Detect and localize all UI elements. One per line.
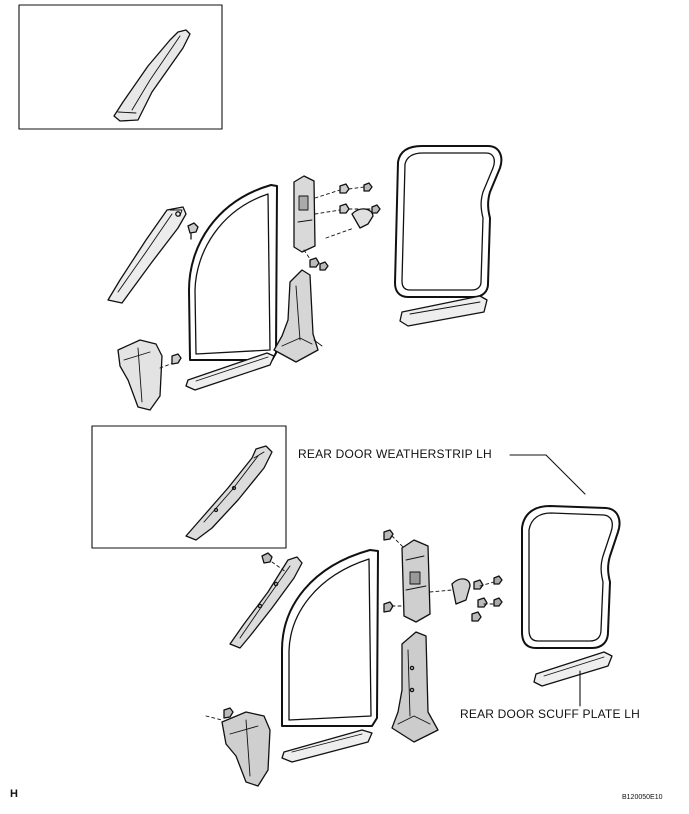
bottom-center-pillar-lower-garnish bbox=[391, 631, 439, 743]
section-code: H bbox=[10, 788, 18, 800]
top-center-pillar-upper-garnish bbox=[293, 175, 341, 263]
rear-door-weatherstrip-label: REAR DOOR WEATHERSTRIP LH bbox=[298, 447, 492, 461]
weatherstrip-leader-line bbox=[509, 454, 586, 495]
top-rear-door-weatherstrip bbox=[394, 145, 503, 298]
bottom-fasteners bbox=[429, 575, 503, 622]
bottom-front-pillar-garnish bbox=[229, 552, 303, 649]
top-inset-front-pillar-garnish bbox=[113, 29, 191, 122]
callout-leaders bbox=[509, 454, 586, 707]
bottom-front-door-weatherstrip bbox=[281, 549, 379, 727]
top-front-pillar-garnish bbox=[107, 206, 187, 304]
bottom-inset-box bbox=[91, 425, 287, 549]
bottom-front-scuff-plate bbox=[281, 729, 373, 763]
bottom-center-pillar-upper-garnish bbox=[383, 529, 431, 623]
top-cowl-side-trim bbox=[117, 339, 182, 411]
top-fasteners-lower bbox=[309, 257, 329, 271]
top-inset-box bbox=[18, 4, 223, 130]
top-front-scuff-plate bbox=[185, 352, 275, 391]
bottom-inset-front-pillar-garnish bbox=[185, 445, 273, 541]
figure-id: B120050E10 bbox=[622, 794, 663, 801]
top-rear-door-scuff-plate bbox=[399, 295, 488, 327]
top-pillar-clip bbox=[187, 222, 199, 240]
top-fasteners-upper bbox=[325, 182, 381, 239]
top-center-pillar-lower-garnish bbox=[273, 269, 323, 363]
bottom-rear-door-weatherstrip bbox=[521, 505, 621, 649]
bottom-cowl-side-trim bbox=[205, 707, 271, 787]
rear-door-scuff-plate-label: REAR DOOR SCUFF PLATE LH bbox=[460, 707, 640, 721]
bottom-rear-door-scuff-plate bbox=[533, 651, 613, 687]
top-front-door-weatherstrip bbox=[188, 184, 278, 361]
